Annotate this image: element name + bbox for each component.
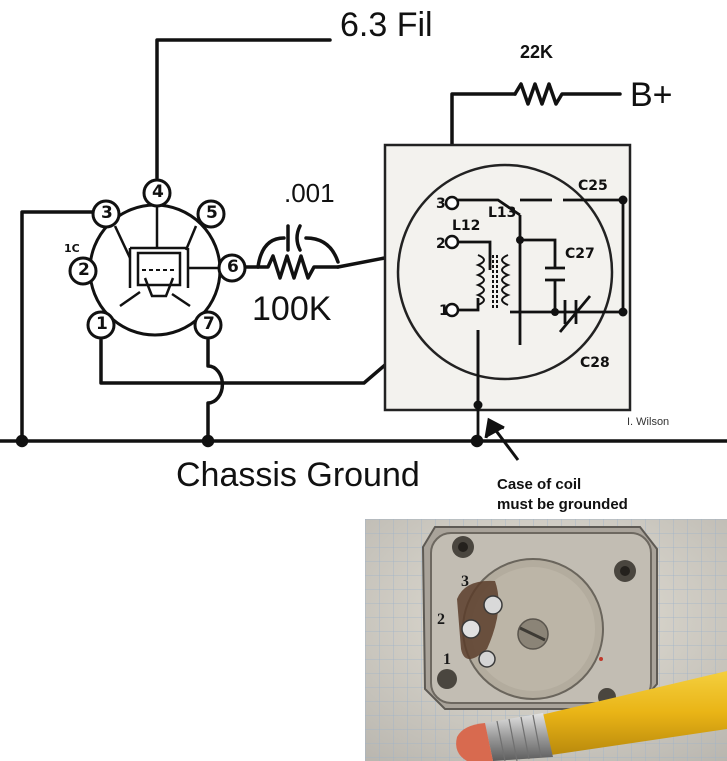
case-note-line1: Case of coil [497, 476, 582, 493]
resistor-100k [256, 254, 340, 280]
if-coil-can [383, 143, 632, 441]
photo-terminal-3: 3 [461, 573, 469, 590]
pin-circle-2 [68, 256, 98, 286]
credit-label: I. Wilson [627, 416, 670, 428]
pencil [456, 671, 727, 761]
wire-pin3-ground [20, 210, 96, 443]
resistor-100k-label: 100K [252, 290, 332, 328]
coil-winding-l12: L12 [452, 218, 481, 234]
photo-terminal-1: 1 [443, 651, 451, 668]
coil-photo: 3 2 1 [365, 519, 727, 761]
tube-section-mark: 1C [64, 242, 80, 255]
tube-pin-5: 5 [206, 203, 218, 223]
pin-circle-5 [196, 199, 226, 229]
chassis-ground-label: Chassis Ground [176, 456, 420, 494]
case-note-line2: must be grounded [497, 496, 628, 513]
wire-filament [155, 38, 332, 180]
tube-pin-7: 7 [203, 314, 215, 334]
filament-label: 6.3 Fil [340, 6, 433, 44]
coil-terminal-3: 3 [436, 196, 446, 212]
pin-circle-4 [142, 178, 172, 208]
tube-pin-6: 6 [227, 257, 239, 277]
coil-terminal-1: 1 [439, 303, 449, 319]
capacitor-plate-b [295, 224, 302, 252]
capacitor-c25-label: C25 [578, 178, 608, 194]
pin-circle-7 [193, 310, 223, 340]
capacitor-c28-label: C28 [580, 355, 610, 371]
photo-terminal-2: 2 [437, 611, 445, 628]
tube-pin-2: 2 [78, 260, 90, 280]
pin-circle-3 [91, 199, 121, 229]
pin-circle-1 [86, 310, 116, 340]
coil-terminal-2: 2 [436, 236, 446, 252]
pin-circle-6 [217, 253, 247, 283]
supply-label: B+ [630, 76, 673, 114]
wire-pin7-ground [206, 338, 225, 443]
tube-pin-4: 4 [152, 182, 164, 202]
coil-winding-l13: L13 [488, 205, 517, 221]
resistor-22k-label: 22K [520, 42, 554, 62]
coil-photo-drawing [365, 519, 727, 761]
capacitor-arc-right [304, 236, 340, 264]
capacitor-arc-left [256, 236, 286, 269]
capacitor-value-label: .001 [284, 178, 335, 208]
resistor-22k [513, 82, 622, 106]
case-ground-arrow [484, 417, 520, 461]
capacitor-c27-label: C27 [565, 246, 595, 262]
tube-pin-3: 3 [101, 203, 113, 223]
tube-pin-1: 1 [96, 314, 108, 334]
